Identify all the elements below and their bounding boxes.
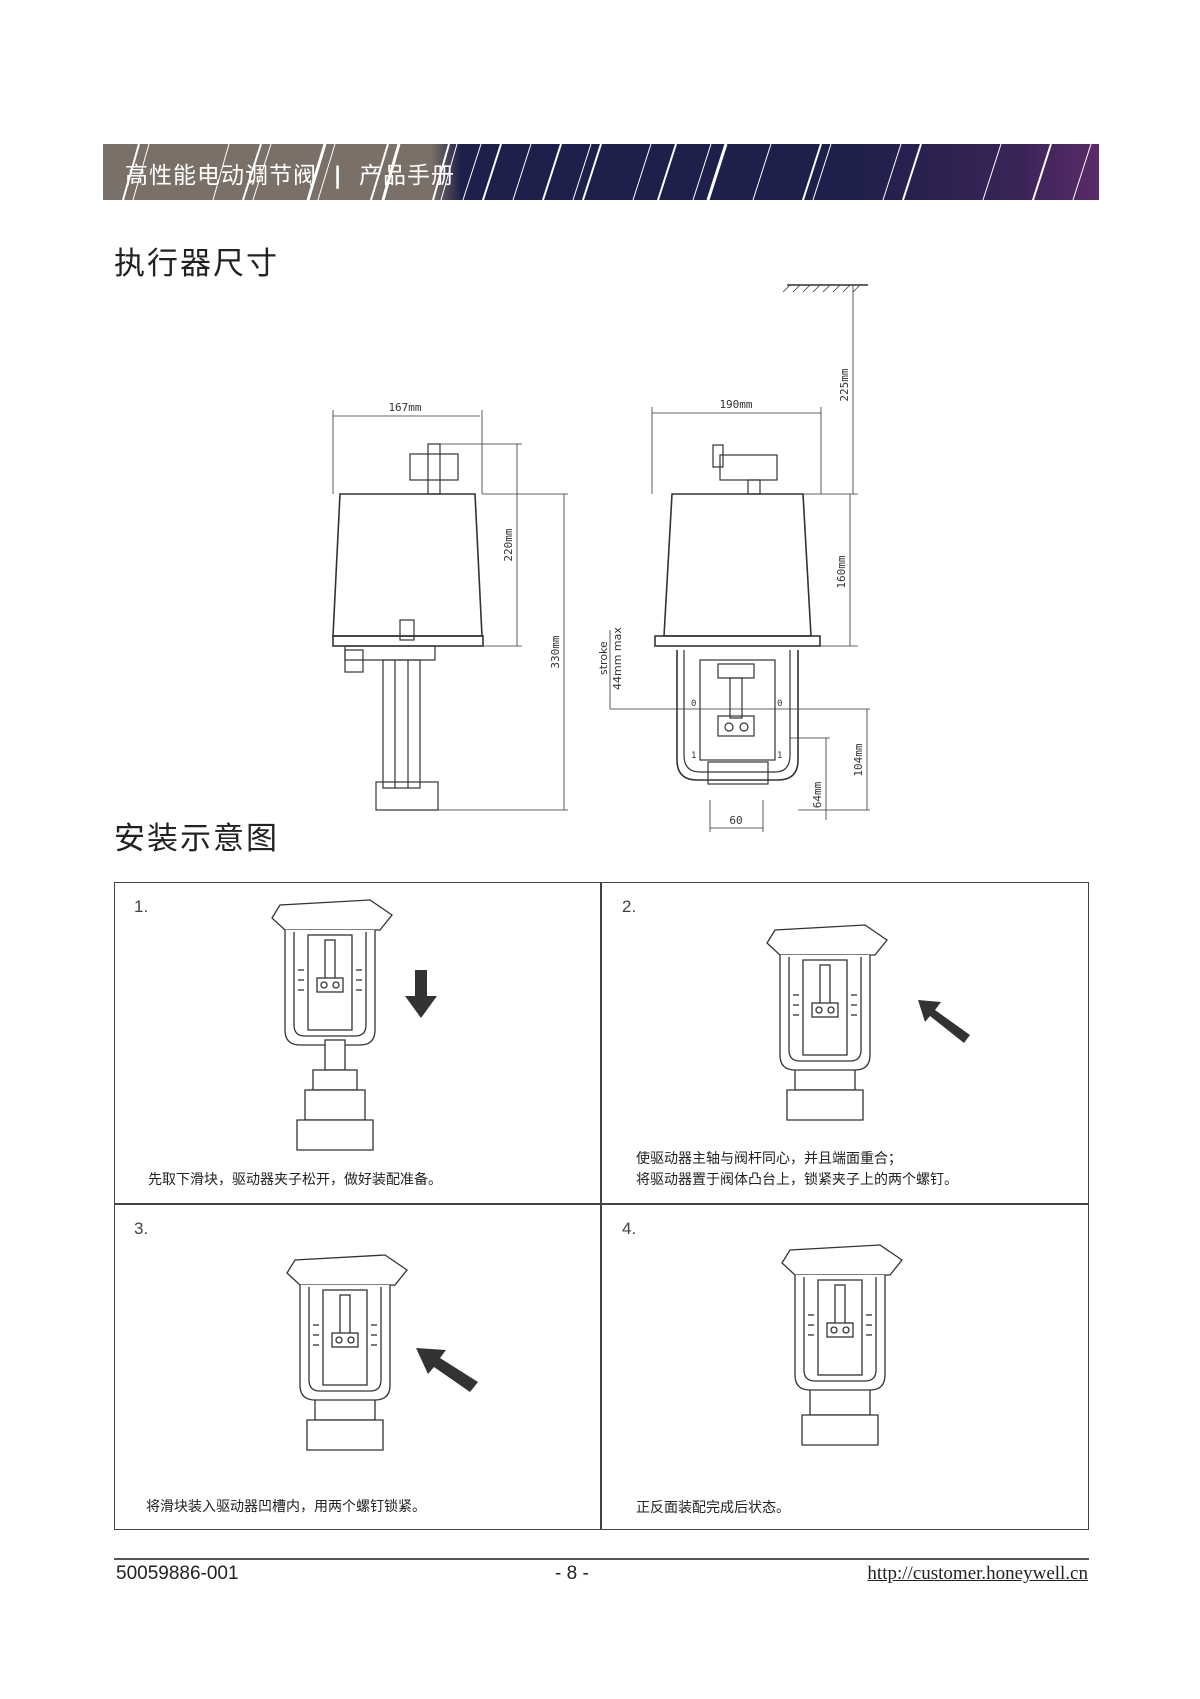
step3-caption: 将滑块装入驱动器凹槽内，用两个螺钉锁紧。	[146, 1499, 426, 1515]
grid-divider-horizontal	[114, 1203, 1089, 1205]
dim-clearance: 225mm	[838, 368, 851, 401]
step4-number: 4.	[622, 1219, 637, 1238]
step1-number: 1.	[134, 897, 149, 916]
header-title: 高性能电动调节阀 | 产品手册	[125, 156, 455, 190]
step4-illustration	[781, 1244, 903, 1446]
step2-caption-line1: 使驱动器主轴与阀杆同心，并且端面重合；	[636, 1151, 902, 1167]
front-dimension-lines	[609, 284, 870, 832]
banner-stripes	[122, 144, 1092, 200]
side-dimension-lines	[332, 410, 568, 811]
scale-one-left: 1	[691, 751, 696, 761]
scale-zero-right: 0	[777, 699, 782, 709]
dim-height-top: 220mm	[502, 528, 515, 561]
step2-caption-line2: 将驱动器置于阀体凸台上，锁紧夹子上的两个螺钉。	[636, 1172, 958, 1188]
side-view	[332, 443, 484, 811]
dim-height-total: 330mm	[549, 635, 562, 668]
dim-width-side: 167mm	[388, 401, 421, 414]
step2-number: 2.	[622, 897, 637, 916]
front-view	[654, 444, 821, 785]
arrow-down-icon	[405, 970, 437, 1018]
grid-divider-vertical	[600, 882, 602, 1530]
step3-number: 3.	[134, 1219, 149, 1238]
page-number: - 8 -	[555, 1563, 589, 1584]
document-number: 50059886-001	[116, 1563, 239, 1584]
manual-label: 产品手册	[359, 163, 456, 189]
step4-caption: 正反面装配完成后状态。	[636, 1500, 790, 1516]
dim-104: 104mm	[852, 743, 865, 776]
title-separator: |	[333, 163, 343, 189]
arrow-up-left-icon	[918, 1000, 970, 1043]
step2-illustration	[766, 924, 970, 1121]
dim-60: 60	[729, 814, 742, 827]
dim-body-height: 160mm	[835, 555, 848, 588]
dim-width-front: 190mm	[719, 398, 752, 411]
actuator-dimension-drawing: 167mm 220mm 330mm 190mm 225mm 160mm stro…	[332, 284, 870, 832]
scale-zero-left: 0	[691, 699, 696, 709]
step2-caption: 使驱动器主轴与阀杆同心，并且端面重合； 将驱动器置于阀体凸台上，锁紧夹子上的两个…	[636, 1149, 958, 1191]
header-banner: 高性能电动调节阀 | 产品手册	[103, 144, 1099, 200]
install-title: 安装示意图	[114, 821, 279, 857]
footer-rule	[114, 1558, 1089, 1560]
dimensions-title: 执行器尺寸	[114, 246, 279, 282]
step1-caption: 先取下滑块，驱动器夹子松开，做好装配准备。	[148, 1172, 442, 1188]
stroke-value: 44mm max	[611, 627, 624, 690]
step1-illustration	[271, 899, 437, 1151]
dim-64: 64mm	[811, 781, 824, 808]
step3-illustration	[286, 1254, 478, 1451]
website-link[interactable]: http://customer.honeywell.cn	[867, 1563, 1088, 1584]
stroke-label: stroke	[597, 641, 610, 675]
product-name: 高性能电动调节阀	[125, 163, 317, 189]
install-steps-grid	[114, 882, 1089, 1530]
arrow-left-icon	[416, 1348, 478, 1392]
scale-one-right: 1	[777, 751, 782, 761]
